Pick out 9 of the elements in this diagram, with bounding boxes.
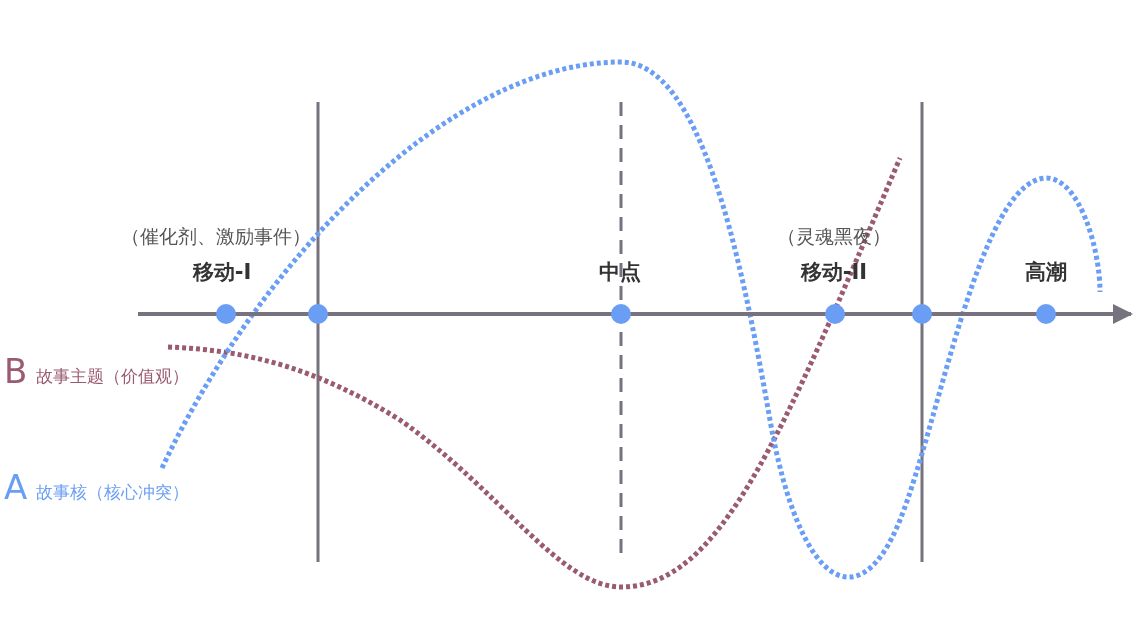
stage-label: 移动-I bbox=[192, 261, 252, 283]
stage-note: （灵魂黑夜） bbox=[777, 226, 891, 246]
stage-note: （催化剂、激励事件） bbox=[121, 226, 311, 246]
curve-letter: B bbox=[4, 354, 28, 388]
curve-letter: A bbox=[4, 470, 28, 504]
curve-label: 故事主题（价值观） bbox=[36, 367, 189, 385]
stage-label: 移动-II bbox=[800, 261, 868, 283]
stage-label: 高潮 bbox=[1025, 261, 1067, 283]
curve-label: 故事核（核心冲突） bbox=[36, 483, 189, 501]
